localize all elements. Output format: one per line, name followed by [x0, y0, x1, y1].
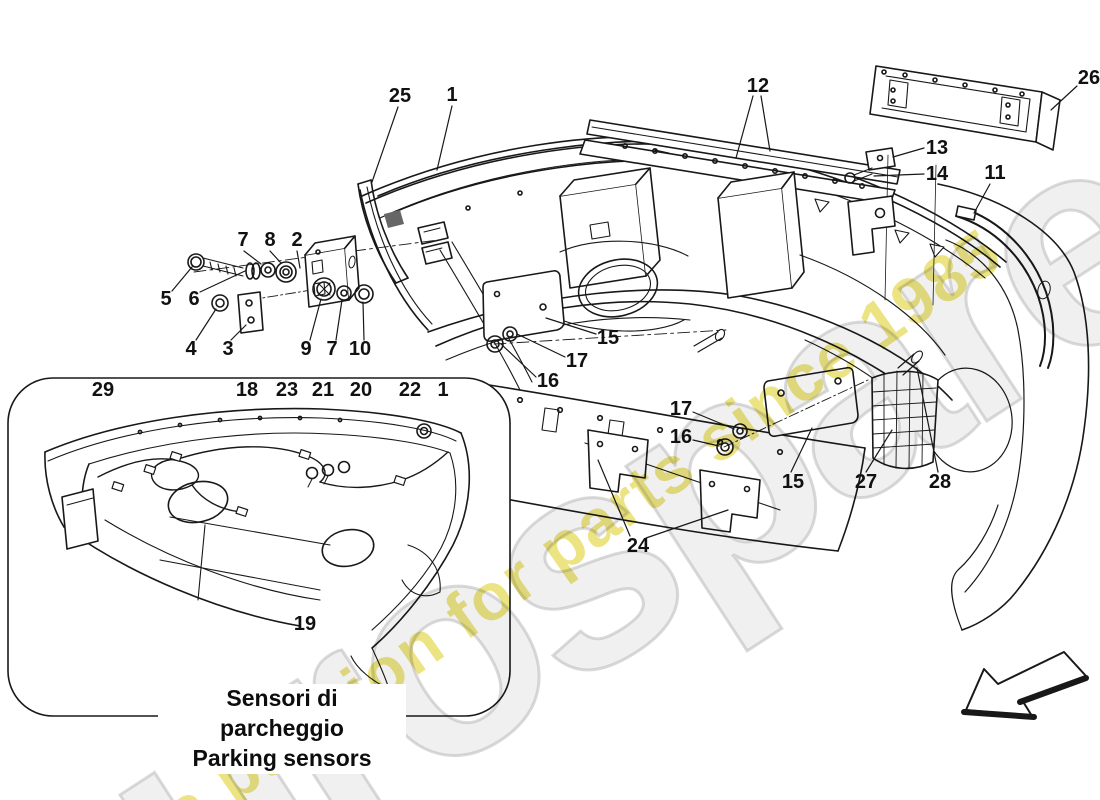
hardware-row	[187, 235, 439, 334]
plate-mounting-panel	[869, 65, 1061, 151]
direction-arrow	[961, 651, 1089, 720]
grille	[871, 370, 939, 470]
shield-plate-left	[482, 270, 727, 353]
inner-structure	[435, 167, 946, 552]
inset-caption: Sensori di parcheggio Parking sensors	[158, 684, 406, 774]
trim-strip	[955, 205, 1055, 369]
caption-italian: Sensori di parcheggio	[220, 685, 344, 741]
seal-strip	[357, 179, 409, 284]
caption-english: Parking sensors	[192, 744, 372, 771]
shield-plate-right	[716, 366, 869, 456]
inset-box	[7, 377, 511, 717]
bolt-28	[897, 350, 923, 376]
bumper-skin	[359, 135, 1007, 401]
tray-brackets	[587, 429, 761, 533]
corner-piece	[923, 183, 1090, 631]
